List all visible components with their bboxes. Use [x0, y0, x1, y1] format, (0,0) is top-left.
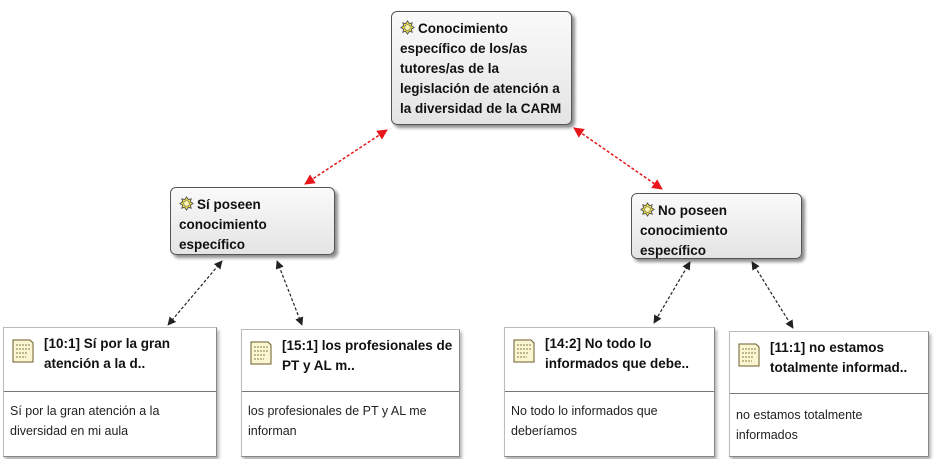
- quotation-node-10-1[interactable]: [10:1] Sí por la gran atención a la d.. …: [3, 327, 217, 457]
- code-label: Sí poseen conocimiento específico: [179, 197, 267, 252]
- quotation-divider: [730, 393, 928, 394]
- code-node-si-poseen[interactable]: Sí poseen conocimiento específico: [170, 187, 335, 255]
- code-icon: [179, 196, 194, 211]
- code-node-no-poseen[interactable]: No poseen conocimiento específico: [631, 193, 802, 259]
- document-icon: [738, 343, 760, 367]
- quotation-divider: [242, 391, 459, 392]
- link-no-to-quote-14-2[interactable]: [653, 261, 691, 324]
- quotation-text: no estamos totalmente informados: [736, 408, 863, 442]
- quotation-text: No todo lo informados que deberíamos: [511, 404, 658, 438]
- quotation-title: [15:1] los profesionales de PT y AL m..: [282, 338, 453, 373]
- code-icon: [640, 202, 655, 217]
- document-icon: [250, 341, 272, 365]
- document-icon: [513, 339, 535, 363]
- quotation-node-15-1[interactable]: [15:1] los profesionales de PT y AL m.. …: [241, 329, 460, 457]
- quotation-divider: [4, 391, 216, 392]
- root-code-node[interactable]: Conocimiento específico de los/as tutore…: [391, 11, 572, 125]
- quotation-node-14-2[interactable]: [14:2] No todo lo informados que debe.. …: [504, 327, 715, 457]
- document-icon: [12, 339, 34, 363]
- quotation-divider: [505, 391, 714, 392]
- link-si-to-quote-15-1[interactable]: [275, 260, 304, 326]
- quotation-node-11-1[interactable]: [11:1] no estamos totalmente informad.. …: [729, 331, 929, 457]
- code-icon: [400, 20, 415, 35]
- code-label: No poseen conocimiento específico: [640, 203, 728, 258]
- link-si-to-quote-10-1[interactable]: [167, 260, 223, 326]
- link-no-to-quote-11-1[interactable]: [751, 261, 794, 329]
- quotation-title: [10:1] Sí por la gran atención a la d..: [44, 336, 171, 371]
- quotation-title: [11:1] no estamos totalmente informad..: [770, 340, 908, 375]
- quotation-text: los profesionales de PT y AL me informan: [248, 404, 427, 438]
- quotation-text: Sí por la gran atención a la diversidad …: [10, 404, 160, 438]
- link-root-to-no[interactable]: [573, 127, 663, 190]
- root-code-label: Conocimiento específico de los/as tutore…: [400, 21, 562, 116]
- link-root-to-si[interactable]: [304, 129, 388, 185]
- quotation-title: [14:2] No todo lo informados que debe..: [545, 336, 690, 371]
